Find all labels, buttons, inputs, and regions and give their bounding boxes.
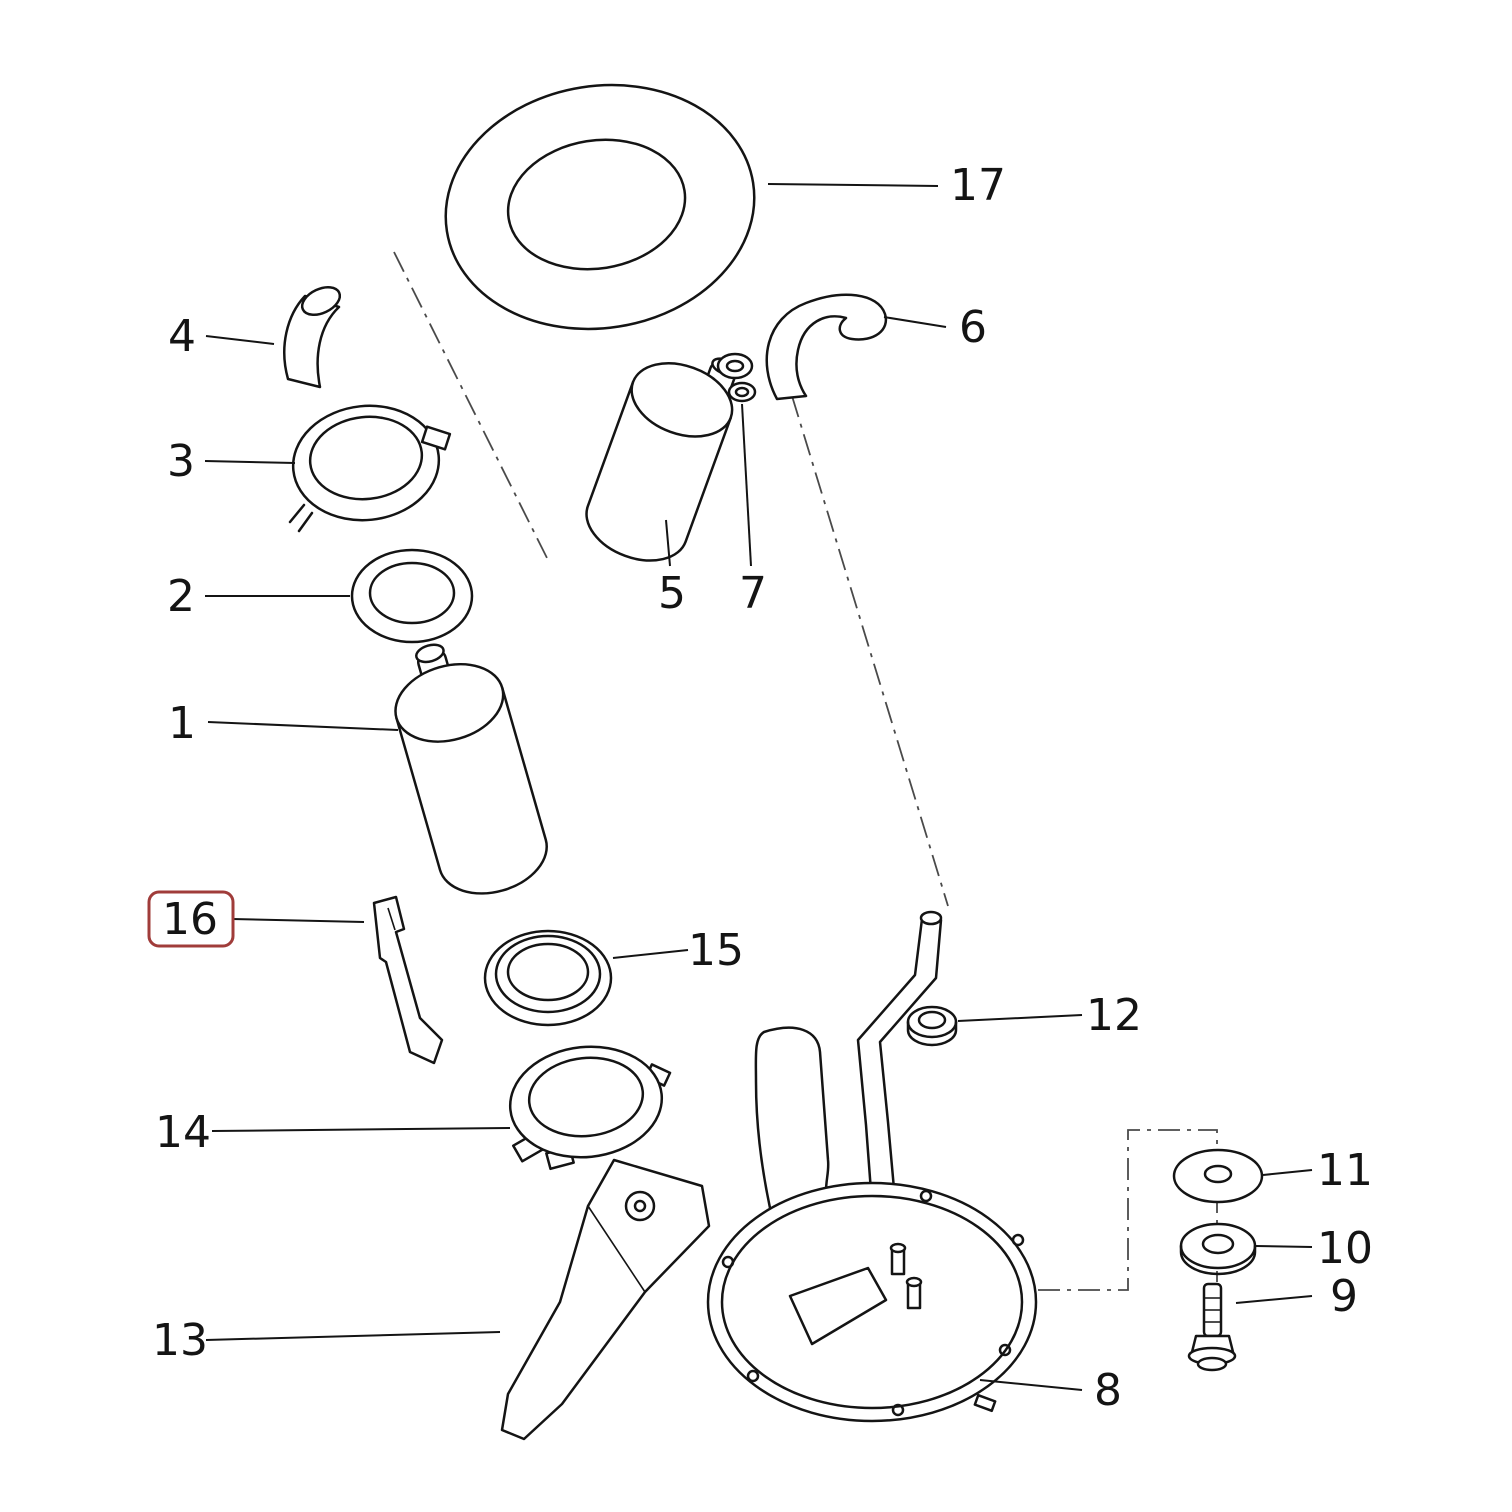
callout-2: 2 <box>167 571 195 622</box>
part-8-drawing <box>706 910 1038 1423</box>
part-9-drawing <box>1187 1282 1237 1372</box>
callout-7: 7 <box>739 568 767 619</box>
callout-10: 10 <box>1317 1223 1373 1274</box>
part-7-drawing <box>716 352 757 403</box>
callout-14: 14 <box>155 1107 211 1158</box>
part-16-drawing <box>372 895 444 1065</box>
callout-3: 3 <box>167 436 195 487</box>
part-12-drawing <box>906 1005 958 1047</box>
part-14-drawing <box>508 1045 672 1171</box>
part-15-drawing <box>483 929 613 1027</box>
callout-4: 4 <box>168 311 196 362</box>
callout-11: 11 <box>1317 1145 1373 1196</box>
part-6-drawing <box>765 293 888 401</box>
callout-8: 8 <box>1094 1365 1122 1416</box>
part-10-drawing <box>1179 1222 1257 1276</box>
callout-13: 13 <box>152 1315 208 1366</box>
part-1-drawing <box>394 643 548 895</box>
callout-9: 9 <box>1330 1271 1358 1322</box>
callout-5: 5 <box>658 568 686 619</box>
callout-16: 16 <box>162 894 218 945</box>
callout-6: 6 <box>959 302 987 353</box>
part-3-drawing <box>288 404 452 533</box>
leader-lines <box>204 183 1313 1391</box>
part-17-drawing <box>444 83 756 331</box>
part-2-drawing <box>350 548 474 644</box>
callout-12: 12 <box>1086 990 1142 1041</box>
part-13-drawing <box>500 1158 711 1441</box>
part-11-drawing <box>1172 1148 1264 1204</box>
callout-15: 15 <box>688 925 744 976</box>
part-4-drawing <box>283 285 342 389</box>
callout-17: 17 <box>950 160 1006 211</box>
callout-labels: 1 2 3 4 5 6 7 8 9 10 11 12 13 14 15 16 1… <box>152 160 1373 1416</box>
callout-1: 1 <box>168 698 196 749</box>
highlight-box-16 <box>147 890 235 948</box>
